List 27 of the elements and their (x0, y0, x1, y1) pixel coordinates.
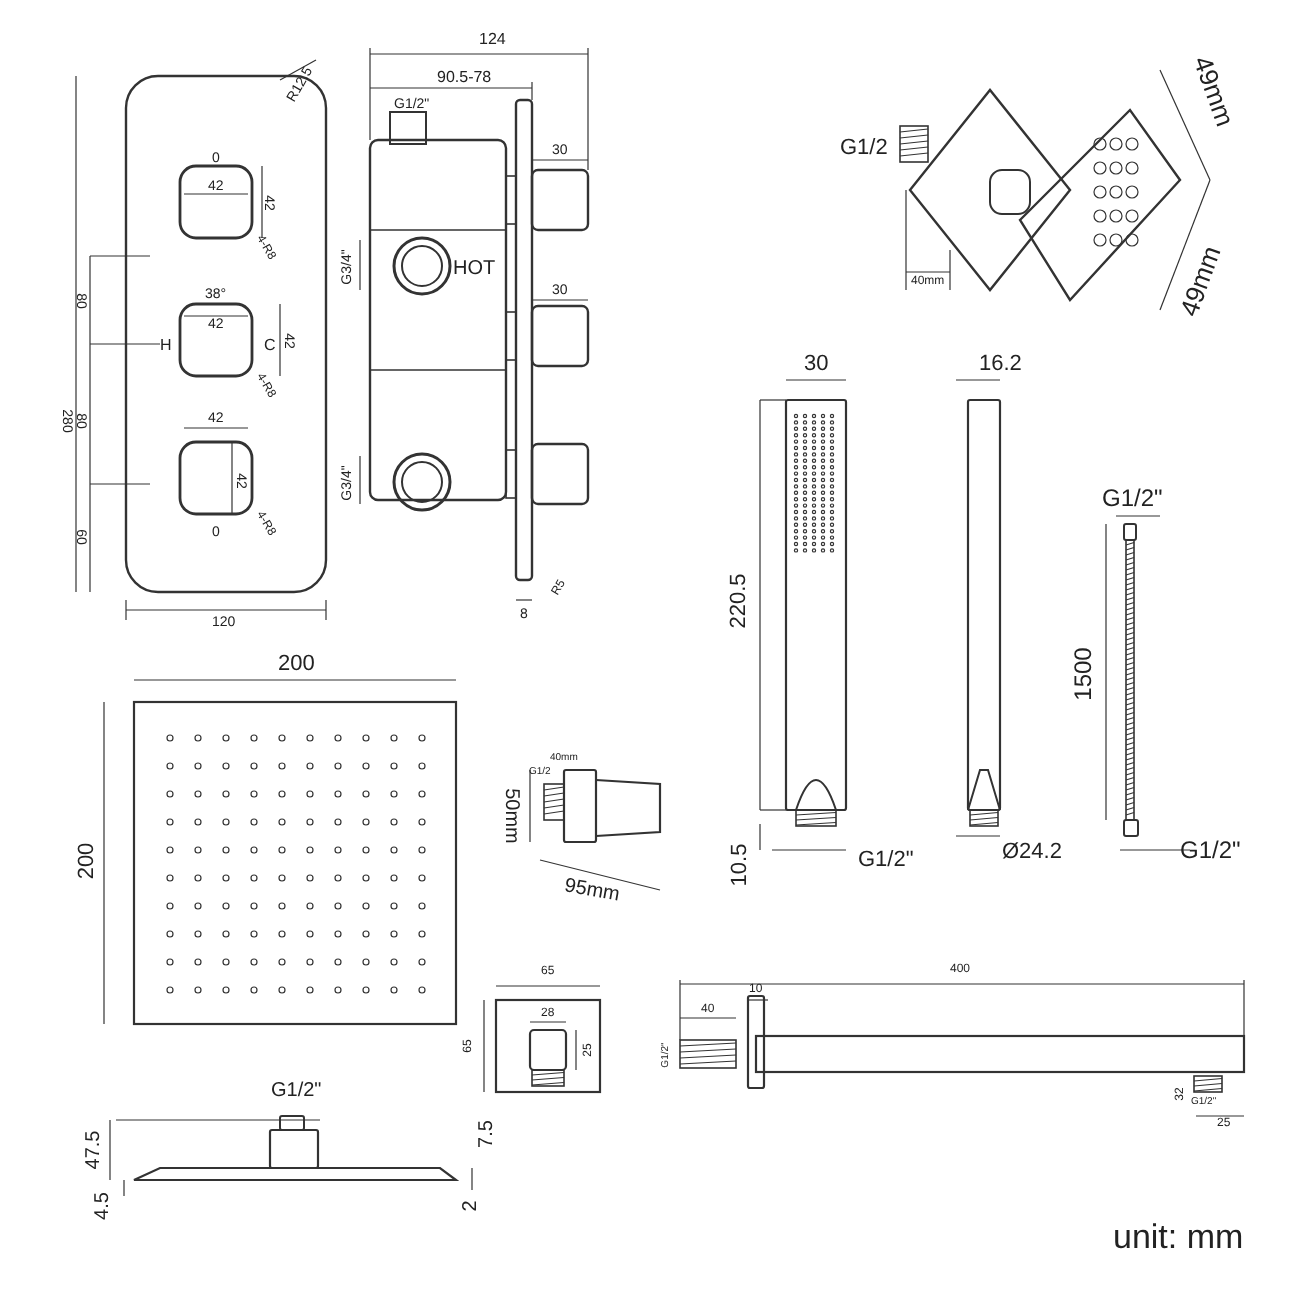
dimension-label: 220.5 (728, 572, 751, 628)
dimension-label: H (160, 338, 172, 354)
dimension-label: 16.2 (979, 353, 1022, 375)
dimension-label: Ø24.2 (1002, 841, 1062, 863)
dimension-label: 49mm (1175, 241, 1225, 319)
dimension-label: 50mm (499, 788, 520, 844)
dimension-label: G1/2" (271, 1082, 322, 1102)
dimension-label: 10.5 (729, 842, 752, 886)
dimension-label: 30 (804, 353, 829, 375)
dimension-label: 95mm (562, 877, 621, 907)
dimension-label: 47.5 (84, 1130, 105, 1170)
dimension-label: 90.5-78 (437, 70, 492, 86)
dimension-label: G1/2" (1180, 838, 1241, 862)
unit-note: unit: mm (1113, 1219, 1244, 1253)
dimension-label: 1500 (1069, 647, 1094, 701)
dimension-label: HOT (453, 260, 496, 280)
dimension-label: 7.5 (477, 1120, 498, 1148)
dimension-label: C (264, 338, 276, 354)
dimension-label: G1/2" (1102, 486, 1163, 510)
dimension-label: 2 (461, 1200, 482, 1212)
dimension-label: G1/2" (858, 849, 914, 871)
dimension-label: 124 (479, 32, 506, 48)
dimension-label: 200 (278, 653, 315, 675)
dimension-label: 49mm (1189, 51, 1239, 129)
dimension-label: G1/2 (840, 137, 888, 159)
dimension-label: 200 (77, 841, 100, 879)
dimension-label: 4.5 (93, 1192, 114, 1220)
